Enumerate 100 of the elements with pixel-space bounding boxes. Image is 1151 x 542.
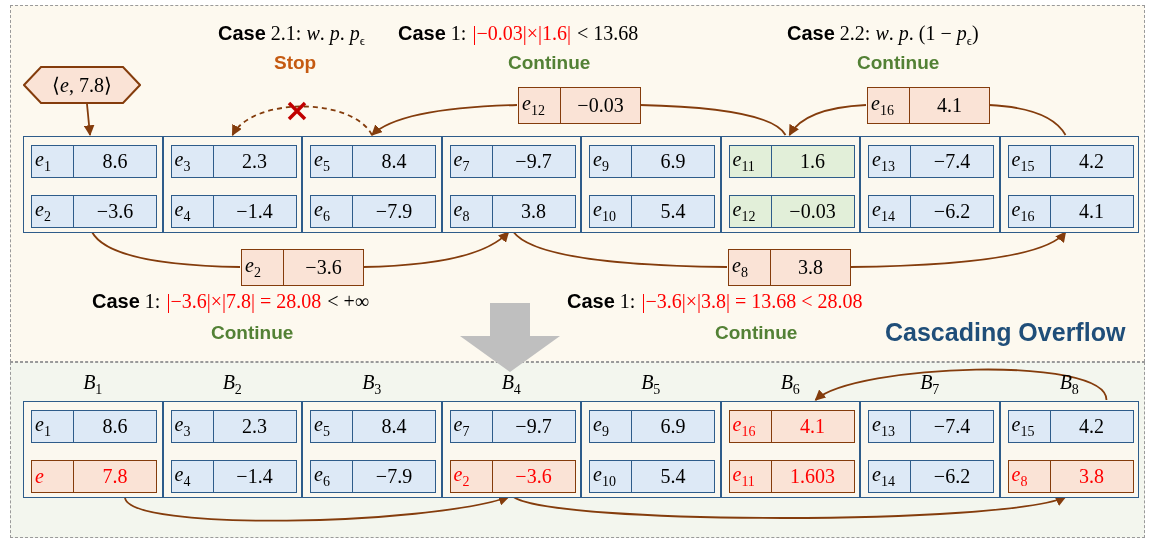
entry-key: e$_{14}$ (869, 196, 911, 227)
entry-box (728, 460, 855, 493)
bucket-label: B$_{5}$ (641, 371, 661, 398)
entry-value: 4.2 (1078, 149, 1105, 174)
arrow (362, 231, 510, 268)
bucket-box (720, 136, 860, 233)
bucket-box (999, 136, 1139, 233)
entry-box (1007, 410, 1134, 443)
bucket-box (860, 136, 1000, 233)
entry-value: −9.7 (514, 149, 553, 174)
entry-key: e$_{2}$ (32, 196, 74, 227)
entry-key: e$_{11}$ (729, 146, 772, 177)
entry-key: e$_{14}$ (869, 461, 911, 492)
bucket-box (860, 401, 1000, 498)
entry-box (449, 195, 576, 228)
entry-box (1007, 195, 1134, 228)
status-text: Continue (857, 52, 940, 74)
entry-value: 7.8 (101, 464, 129, 489)
entry-key: e$_{6}$ (311, 461, 353, 492)
entry-box (868, 145, 994, 178)
entry-box (868, 460, 994, 493)
entry-box (868, 410, 994, 443)
entry-value: 1.603 (789, 464, 836, 489)
entry-value: −3.6 (304, 255, 343, 280)
entry-box (31, 145, 157, 178)
entry-value: −6.2 (932, 199, 972, 224)
case-condition: Case 2.1: w. p. p$_{ϵ}$ (218, 22, 365, 49)
bucket-label: B$_{7}$ (920, 371, 940, 398)
bucket-box (162, 136, 302, 233)
entry-value: −7.9 (374, 464, 414, 489)
entry-key: e$_{6}$ (311, 196, 353, 227)
entry-key: e$_{8}$ (729, 250, 771, 285)
entry-box (1007, 145, 1134, 178)
entry-box (728, 195, 855, 228)
entry-value: 8.4 (380, 149, 408, 174)
entry-key: e$_{10}$ (590, 196, 632, 227)
bucket-label: B$_{1}$ (83, 371, 103, 398)
panel-background (10, 362, 1145, 538)
entry-box (728, 249, 851, 286)
entry-key: e$_{3}$ (171, 411, 214, 442)
entry-key: e$_{1}$ (32, 411, 74, 442)
entry-box (310, 145, 436, 178)
product-formula: |−0.03|×|1.6| (472, 22, 571, 45)
case-condition: < +∞ (327, 290, 370, 313)
entry-key: e$_{10}$ (590, 461, 632, 492)
bucket-box (23, 401, 163, 498)
entry-box (589, 145, 715, 178)
entry-key: e$_{2}$ (450, 461, 493, 492)
entry-value: 4.1 (936, 93, 963, 118)
product-formula: |−3.6|×|7.8| = 28.08 (166, 290, 322, 313)
entry-value: 6.9 (659, 414, 687, 439)
entry-value: 4.2 (1078, 414, 1105, 439)
entry-box (1007, 460, 1134, 493)
entry-value: 3.8 (520, 199, 547, 224)
entry-key: e$_{1}$ (32, 146, 74, 177)
entry-key: e$_{16}$ (868, 88, 910, 123)
entry-key: e$_{7}$ (450, 146, 493, 177)
panel-heading: Cascading Overflow (885, 318, 1126, 347)
entry-key: e$_{4}$ (171, 196, 214, 227)
entry-key: e$_{8}$ (1008, 461, 1051, 492)
entry-value: −3.6 (95, 199, 135, 224)
entry-box (170, 145, 297, 178)
bucket-box (302, 136, 442, 233)
entry-box (31, 460, 157, 493)
entry-key: e$_{16}$ (729, 411, 772, 442)
entry-key: e$_{12}$ (519, 88, 561, 123)
entry-key: e$_{3}$ (171, 146, 214, 177)
entry-value: −7.4 (932, 414, 972, 439)
entry-box (589, 460, 715, 493)
entry-value: −3.6 (514, 464, 553, 489)
entry-value: 5.4 (659, 199, 687, 224)
panel-background (10, 5, 1145, 362)
entry-box (310, 460, 436, 493)
bucket-label: B$_{2}$ (222, 371, 242, 398)
arrow (231, 105, 373, 136)
entry-box (241, 249, 364, 286)
entry-value: 2.3 (241, 414, 268, 439)
entry-value: 3.8 (1078, 464, 1105, 489)
entry-box (728, 410, 855, 443)
entry-value: 4.1 (799, 414, 826, 439)
bucket-label: B$_{6}$ (780, 371, 800, 398)
entry-value: −1.4 (235, 464, 274, 489)
entry-box (170, 410, 297, 443)
entry-box (170, 460, 297, 493)
bucket-box (581, 136, 721, 233)
entry-key: e$_{15}$ (1008, 146, 1051, 177)
entry-value: 6.9 (659, 149, 687, 174)
entry-key: e$_{11}$ (729, 461, 772, 492)
entry-value: 8.6 (101, 414, 129, 439)
entry-key: e$_{4}$ (171, 461, 214, 492)
entry-key: e$_{16}$ (1008, 196, 1051, 227)
bucket-label: B$_{8}$ (1059, 371, 1079, 398)
entry-key: e$_{8}$ (450, 196, 493, 227)
entry-key: e$_{2}$ (242, 250, 284, 285)
query-hexagon: ⟨e, 7.8⟩ (23, 66, 141, 104)
entry-box (449, 145, 576, 178)
entry-box (310, 410, 436, 443)
bucket-label: B$_{4}$ (501, 371, 521, 398)
entry-key: e$_{5}$ (311, 411, 353, 442)
entry-key: e$_{9}$ (590, 411, 632, 442)
